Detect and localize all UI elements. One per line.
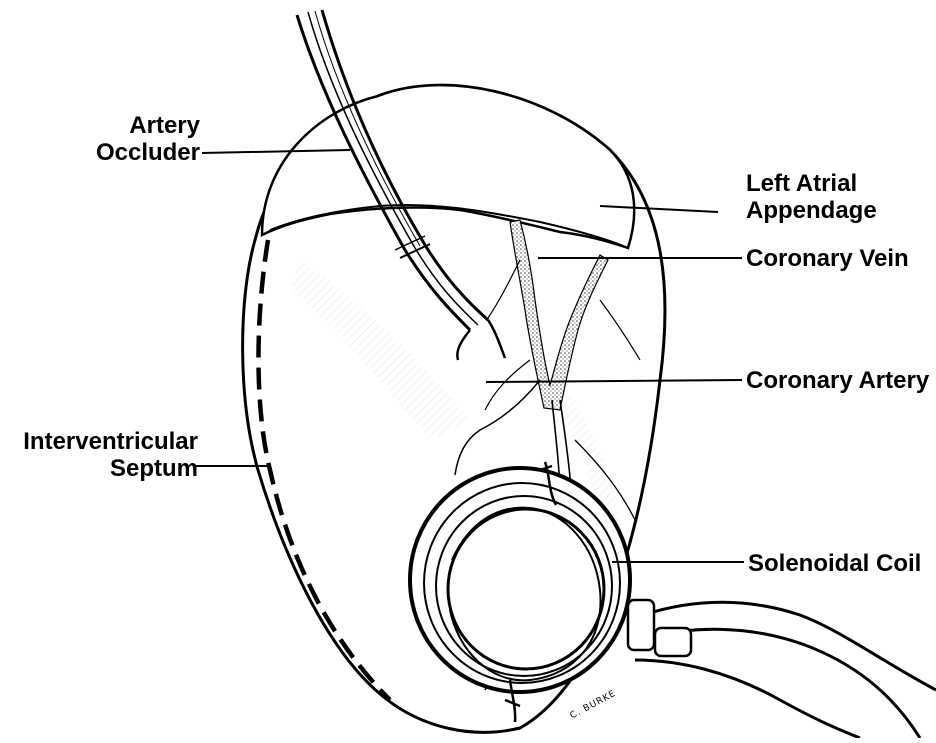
label-coronary-vein: Coronary Vein bbox=[746, 245, 909, 272]
label-coronary-artery: Coronary Artery bbox=[746, 367, 929, 394]
label-left-atrial-appendage-line1: Left Atrial bbox=[746, 170, 877, 197]
label-left-atrial-appendage-line2: Appendage bbox=[746, 197, 877, 224]
label-artery-occluder-line2: Occluder bbox=[70, 139, 200, 166]
label-solenoidal-coil: Solenoidal Coil bbox=[748, 550, 921, 577]
coil-cable bbox=[628, 600, 936, 738]
label-interventricular-septum: Interventricular Septum bbox=[10, 428, 198, 482]
label-artery-occluder-line1: Artery bbox=[70, 112, 200, 139]
label-artery-occluder: Artery Occluder bbox=[70, 112, 200, 166]
label-left-atrial-appendage: Left Atrial Appendage bbox=[746, 170, 877, 224]
label-interventricular-septum-line1: Interventricular bbox=[10, 428, 198, 455]
label-interventricular-septum-line2: Septum bbox=[10, 455, 198, 482]
